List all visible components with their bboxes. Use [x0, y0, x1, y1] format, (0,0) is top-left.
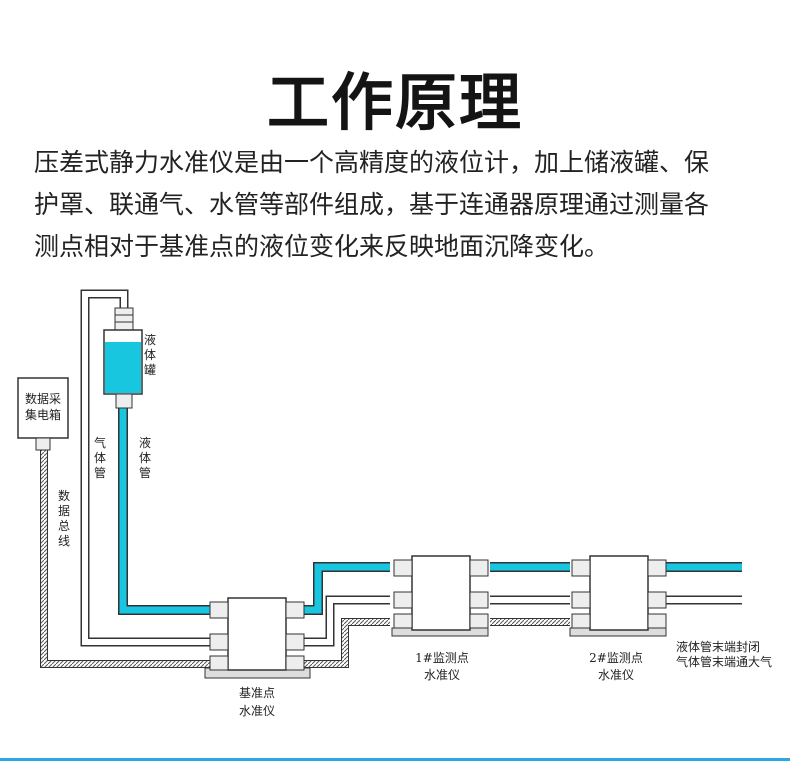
reference-unit — [204, 597, 311, 679]
end-note-liquid: 液体管末端封闭 — [676, 639, 760, 654]
monitor2-label-1: 2#监测点 — [589, 651, 643, 665]
monitor1-label-2: 水准仪 — [424, 668, 460, 682]
liquid-pipe — [118, 406, 215, 615]
data-bus-cable — [40, 448, 215, 668]
liquid-tank — [103, 307, 143, 409]
tank-label-char: 液 — [144, 332, 156, 347]
monitor-unit-1 — [391, 555, 489, 637]
tank-label-char: 体 — [144, 348, 156, 362]
gas-pipe-label-char: 气 — [94, 435, 106, 450]
collector-box-label-row-2: 集电箱 — [25, 407, 61, 422]
description-line-3: 测点相对于基准点的液位变化来反映地面沉降变化。 — [34, 232, 610, 261]
liquid-pipe-label-char: 体 — [139, 451, 151, 465]
gas-pipe-label-char: 管 — [94, 465, 106, 480]
page-title: 工作原理 — [266, 66, 523, 139]
reference-label-2: 水准仪 — [239, 704, 275, 718]
description-line-2: 护罩、联通气、水管等部件组成，基于连通器原理通过测量各 — [34, 190, 710, 219]
data-bus-label-char: 据 — [58, 504, 70, 518]
liquid-pipe-label-char: 管 — [139, 465, 151, 480]
data-bus-label-char: 数 — [58, 488, 70, 503]
liquid-pipe-label-char: 液 — [139, 435, 151, 450]
collector-box — [17, 377, 69, 451]
bottom-accent-line — [0, 758, 790, 761]
tank-label-char: 罐 — [144, 363, 156, 377]
reference-label-1: 基准点 — [239, 686, 275, 700]
data-bus-label-char: 总 — [58, 519, 70, 533]
description: 压差式静力水准仪是由一个高精度的液位计，加上储液罐、保 护罩、联通气、水管等部件… — [34, 142, 764, 268]
monitor2-label-2: 水准仪 — [598, 668, 634, 682]
monitor-unit-2 — [569, 555, 667, 637]
description-line-1: 压差式静力水准仪是由一个高精度的液位计，加上储液罐、保 — [34, 148, 710, 177]
gas-pipe-label-char: 体 — [94, 451, 106, 465]
end-note-gas: 气体管末端通大气 — [676, 654, 772, 669]
data-bus-label-char: 线 — [58, 534, 70, 548]
collector-box-label-row-1: 数据采 — [25, 391, 61, 406]
monitor1-label-1: 1#监测点 — [415, 651, 469, 665]
